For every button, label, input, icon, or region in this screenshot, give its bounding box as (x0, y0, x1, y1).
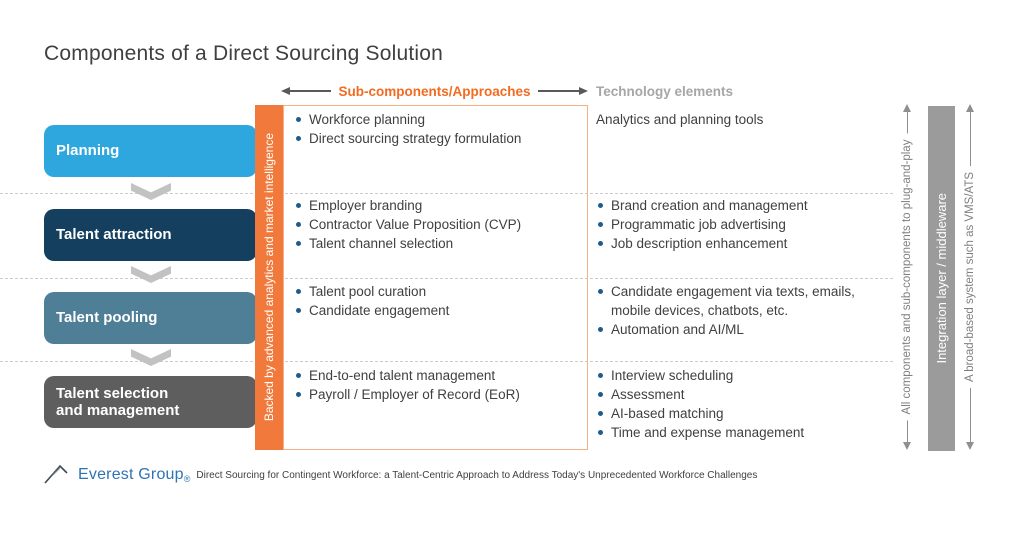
list-item: End-to-end talent management (294, 366, 586, 385)
subcomponents-header: Sub-components/Approaches (338, 83, 531, 99)
list-item: Job description enhancement (596, 234, 888, 253)
list-item: Assessment (596, 385, 888, 404)
list-item: Automation and AI/ML (596, 320, 888, 339)
list-item: Interview scheduling (596, 366, 888, 385)
list-item: AI-based matching (596, 404, 888, 423)
technology-list-pooling: Candidate engagement via texts, emails, … (596, 282, 888, 339)
arrow-up-icon (966, 104, 974, 112)
list-item: Direct sourcing strategy formulation (294, 129, 586, 148)
analytics-backing-bar-label: Backed by advanced analytics and market … (262, 133, 276, 422)
row-separator (0, 278, 893, 279)
chevron-down-icon (131, 183, 171, 200)
analytics-backing-bar: Backed by advanced analytics and market … (255, 105, 283, 450)
list-item: Employer branding (294, 196, 586, 215)
technology-header: Technology elements (596, 84, 734, 99)
list-item: Programmatic job advertising (596, 215, 888, 234)
arrow-right-icon (579, 87, 588, 95)
plug-and-play-annotation: All components and sub-components to plu… (900, 104, 916, 450)
list-item: Talent pool curation (294, 282, 586, 301)
stage-talent-pooling: Talent pooling (44, 292, 257, 344)
stage-planning: Planning (44, 125, 257, 177)
everest-group-logo-icon (44, 464, 68, 484)
arrow-down-icon (966, 442, 974, 450)
arrow-up-icon (903, 104, 911, 112)
arrow-down-icon (903, 442, 911, 450)
chevron-down-icon (131, 349, 171, 366)
footer: Everest Group® Direct Sourcing for Conti… (44, 462, 757, 484)
list-item: Talent channel selection (294, 234, 586, 253)
list-item: Workforce planning (294, 110, 586, 129)
plug-and-play-annotation-label: All components and sub-components to plu… (901, 133, 913, 421)
arrow-line (537, 90, 579, 92)
list-item: Brand creation and management (596, 196, 888, 215)
list-item: Candidate engagement via texts, emails, … (596, 282, 888, 320)
subcomponents-axis-arrow: Sub-components/Approaches (281, 83, 588, 99)
integration-layer-bar-label: Integration layer / middleware (934, 193, 949, 364)
list-item: Analytics and planning tools (596, 112, 764, 127)
row-separator (0, 361, 893, 362)
arrow-left-icon (281, 87, 290, 95)
vms-ats-annotation: A broad-based system such as VMS/ATS (963, 104, 979, 450)
list-item: Payroll / Employer of Record (EoR) (294, 385, 586, 404)
vms-ats-annotation-label: A broad-based system such as VMS/ATS (964, 165, 976, 389)
everest-group-logo-text: Everest Group (78, 466, 184, 483)
page-title: Components of a Direct Sourcing Solution (44, 42, 444, 65)
list-item: Contractor Value Proposition (CVP) (294, 215, 586, 234)
arrow-line (290, 90, 332, 92)
integration-layer-bar: Integration layer / middleware (928, 106, 955, 451)
technology-list-planning: Analytics and planning tools (596, 110, 888, 129)
list-item: Time and expense management (596, 423, 888, 442)
stage-talent-selection-management: Talent selection and management (44, 376, 257, 428)
stage-talent-attraction: Talent attraction (44, 209, 257, 261)
chevron-down-icon (131, 266, 171, 283)
subcomponents-panel (283, 105, 588, 450)
row-separator (0, 193, 893, 194)
list-item: Candidate engagement (294, 301, 586, 320)
registered-mark: ® (183, 474, 191, 484)
footer-citation: Direct Sourcing for Contingent Workforce… (196, 470, 758, 481)
